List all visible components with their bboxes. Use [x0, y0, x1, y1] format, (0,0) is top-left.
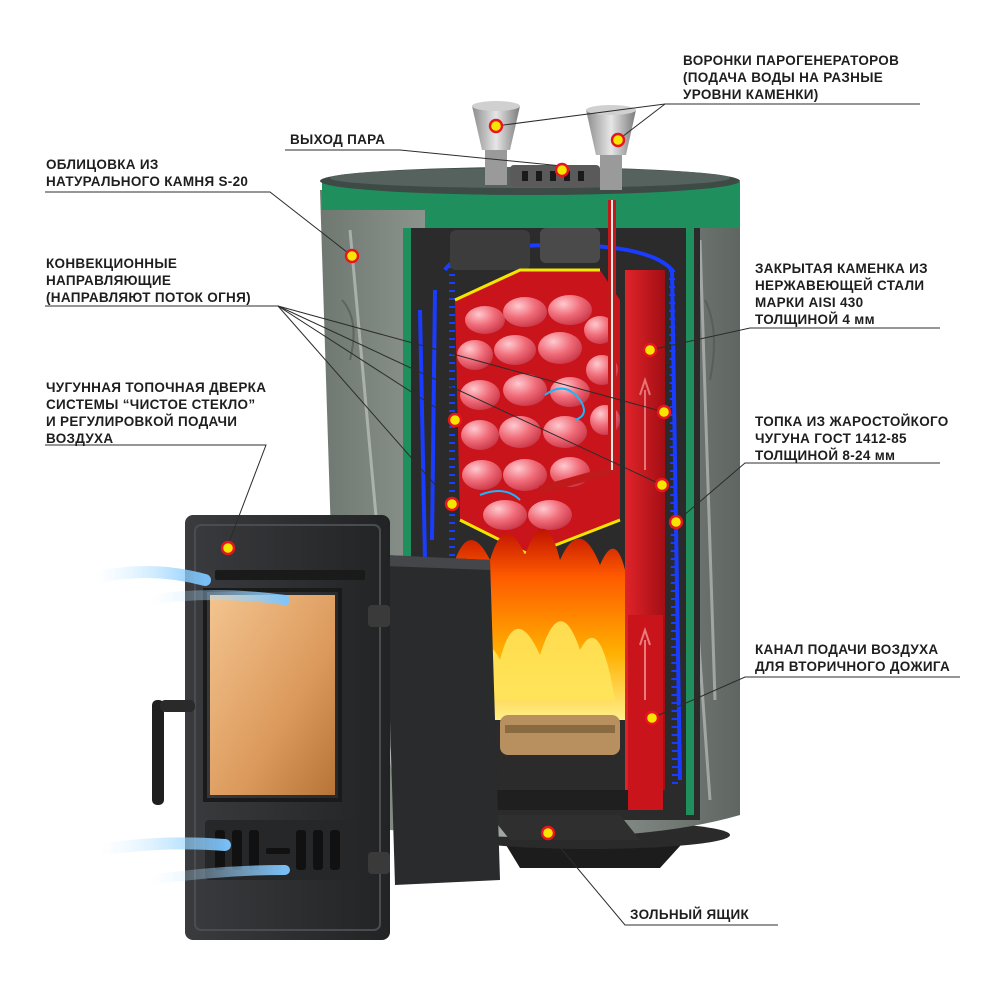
label-line-text: ТОЛЩИНОЙ 4	[755, 312, 851, 327]
air-flow-arrows	[89, 565, 290, 885]
label-line: КОНВЕКЦИОННЫЕ	[46, 256, 178, 271]
label-steam-funnels: ВОРОНКИ ПАРОГЕНЕРАТОРОВ (ПОДАЧА ВОДЫ НА …	[683, 52, 899, 103]
label-line: ВЫХОД ПАРА	[290, 132, 386, 147]
label-line: ДЛЯ ВТОРИЧНОГО ДОЖИГА	[755, 659, 951, 674]
label-line: (ПОДАЧА ВОДЫ НА РАЗНЫЕ	[683, 70, 884, 85]
marker-dot-air-channel	[644, 710, 660, 726]
label-line: ТОЛЩИНОЙ 8-24 мм	[755, 447, 949, 464]
label-steam-outlet: ВЫХОД ПАРА	[290, 131, 385, 148]
label-stone-cladding: ОБЛИЦОВКА ИЗ НАТУРАЛЬНОГО КАМНЯ S-20	[46, 156, 248, 190]
label-ash-box: ЗОЛЬНЫЙ ЯЩИК	[630, 906, 749, 923]
label-line: ТОЛЩИНОЙ 4 мм	[755, 311, 928, 328]
marker-dot-convection-2	[444, 496, 460, 512]
label-line: ЗОЛЬНЫЙ ЯЩИК	[630, 907, 750, 922]
marker-dot-funnel-right	[610, 132, 626, 148]
marker-dot-firebox	[668, 514, 684, 530]
label-line: НЕРЖАВЕЮЩЕЙ СТАЛИ	[755, 278, 925, 293]
marker-dot-steam-outlet	[554, 162, 570, 178]
label-line: ТОПКА ИЗ ЖАРОСТОЙКОГО	[755, 414, 949, 429]
label-unit: мм	[854, 312, 875, 327]
marker-dot-stone-cladding	[344, 248, 360, 264]
steam-outlet	[510, 165, 600, 187]
label-line: КАНАЛ ПОДАЧИ ВОЗДУХА	[755, 642, 939, 657]
label-line-text: ТОЛЩИНОЙ 8-24	[755, 448, 871, 463]
label-firebox: ТОПКА ИЗ ЖАРОСТОЙКОГО ЧУГУНА ГОСТ 1412-8…	[755, 413, 949, 464]
fire-door	[152, 515, 500, 940]
label-convection-guides: КОНВЕКЦИОННЫЕ НАПРАВЛЯЮЩИЕ (НАПРАВЛЯЮТ П…	[46, 255, 251, 306]
label-line: ЧУГУННАЯ ТОПОЧНАЯ ДВЕРКА	[46, 380, 267, 395]
marker-dot-convection-3	[656, 404, 672, 420]
marker-dots	[220, 118, 684, 841]
label-line: ЗАКРЫТАЯ КАМЕНКА ИЗ	[755, 261, 928, 276]
label-line: ЧУГУНА ГОСТ 1412-85	[755, 431, 907, 446]
heater-stones	[457, 295, 620, 530]
label-unit: мм	[874, 448, 896, 463]
label-line: ОБЛИЦОВКА ИЗ	[46, 157, 159, 172]
marker-dot-funnel-left	[488, 118, 504, 134]
label-line: ВОРОНКИ ПАРОГЕНЕРАТОРОВ	[683, 53, 900, 68]
marker-dot-convection-1	[447, 412, 463, 428]
label-line: (НАПРАВЛЯЮТ ПОТОК ОГНЯ)	[46, 290, 251, 305]
label-line: УРОВНИ КАМЕНКИ)	[683, 87, 819, 102]
marker-dot-door	[220, 540, 236, 556]
label-cast-iron-door: ЧУГУННАЯ ТОПОЧНАЯ ДВЕРКА СИСТЕМЫ “ЧИСТОЕ…	[46, 379, 266, 447]
marker-dot-convection-4	[654, 477, 670, 493]
marker-dot-ash-box	[540, 825, 556, 841]
label-line: И РЕГУЛИРОВКОЙ ПОДАЧИ	[46, 414, 238, 429]
leader-lines	[45, 103, 960, 926]
label-closed-heater: ЗАКРЫТАЯ КАМЕНКА ИЗ НЕРЖАВЕЮЩЕЙ СТАЛИ МА…	[755, 260, 928, 328]
label-line: МАРКИ AISI 430	[755, 295, 864, 310]
marker-dot-heater	[642, 342, 658, 358]
label-air-channel: КАНАЛ ПОДАЧИ ВОЗДУХА ДЛЯ ВТОРИЧНОГО ДОЖИ…	[755, 641, 950, 675]
label-line: НАТУРАЛЬНОГО КАМНЯ S-20	[46, 174, 249, 189]
label-line: НАПРАВЛЯЮЩИЕ	[46, 273, 172, 288]
label-line: СИСТЕМЫ “ЧИСТОЕ СТЕКЛО”	[46, 397, 256, 412]
label-line: ВОЗДУХА	[46, 431, 114, 446]
